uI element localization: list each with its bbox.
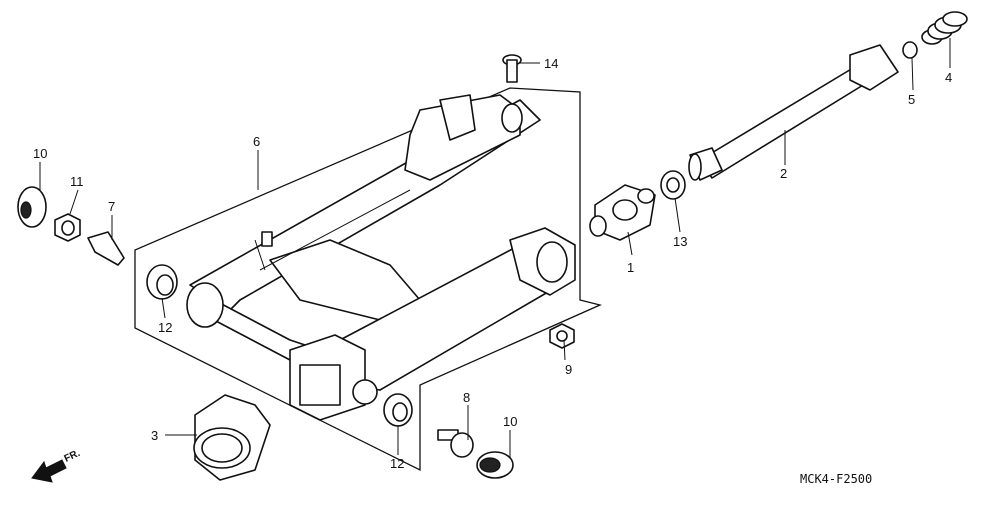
callout-1: 1 <box>627 260 634 275</box>
front-direction-arrow: FR. <box>31 448 82 483</box>
pivot-cap-right <box>476 451 514 479</box>
callout-9: 9 <box>565 362 572 377</box>
bearing-bottom <box>383 393 413 427</box>
callout-7: 7 <box>108 199 115 214</box>
flange-nut <box>549 323 575 349</box>
swingarm-assembly-outline <box>134 87 602 472</box>
callout-10-left: 10 <box>33 146 47 161</box>
callout-2: 2 <box>780 166 787 181</box>
swingarm <box>186 94 576 421</box>
callout-12-bottom: 12 <box>390 456 404 471</box>
leader-lines <box>39 38 951 458</box>
callout-14: 14 <box>544 56 558 71</box>
callout-5: 5 <box>908 92 915 107</box>
pivot-cap-left <box>17 186 47 228</box>
pivot-bolt <box>87 231 125 266</box>
callout-6: 6 <box>253 134 260 149</box>
bearing-left <box>146 264 178 300</box>
drive-shaft <box>688 44 899 181</box>
spring <box>921 11 968 45</box>
callout-10-right: 10 <box>503 414 517 429</box>
callout-3: 3 <box>151 428 158 443</box>
circlip <box>902 41 918 59</box>
diagram-code: MCK4-F2500 <box>800 472 872 486</box>
flange-bolt <box>502 54 522 83</box>
callout-13: 13 <box>673 234 687 249</box>
front-label: FR. <box>63 448 82 465</box>
pivot-locknut <box>54 213 81 242</box>
callout-12-left: 12 <box>158 320 172 335</box>
universal-joint <box>589 184 656 241</box>
oil-seal <box>660 170 686 200</box>
callout-8: 8 <box>463 390 470 405</box>
callout-4: 4 <box>945 70 952 85</box>
rubber-boot <box>193 394 271 481</box>
callout-11: 11 <box>70 174 84 189</box>
